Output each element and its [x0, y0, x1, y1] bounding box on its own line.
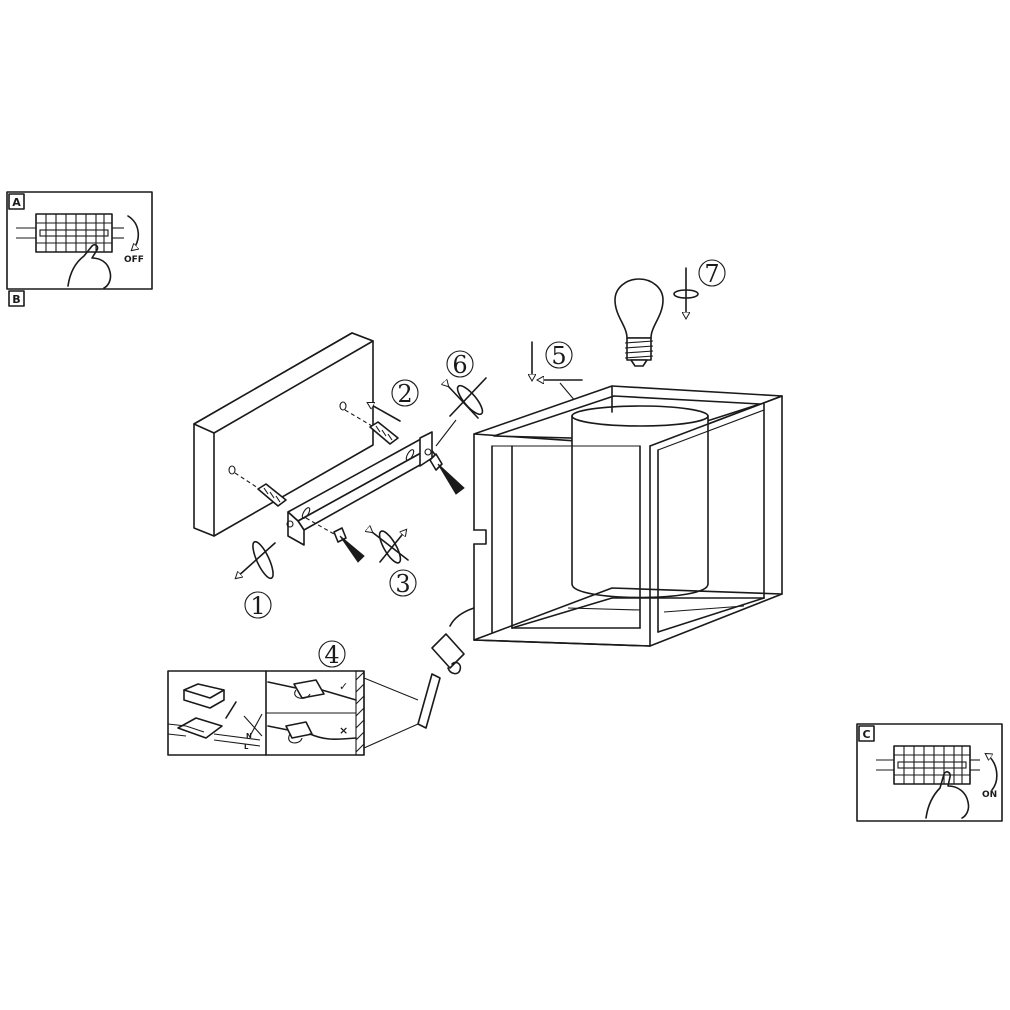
switch-off-label: OFF — [124, 255, 144, 265]
panel-c-letter: C — [862, 728, 870, 741]
panel-a-frame — [6, 191, 153, 290]
wall-plug-lower — [257, 483, 287, 507]
step-7-marker: 7 — [698, 259, 726, 288]
wall-hole-upper — [339, 401, 347, 411]
step-6-number: 6 — [452, 351, 467, 379]
connector-box — [431, 633, 465, 669]
screw-lower — [305, 517, 365, 563]
breaker-block-c — [876, 745, 980, 785]
rotate-arrow-3-icon — [372, 528, 409, 564]
power-cable — [417, 607, 475, 729]
rotate-arrow-6-icon — [435, 377, 487, 447]
hand-icon — [67, 243, 112, 289]
wiring-panel: N L ✓ × — [167, 670, 419, 756]
wrong-mark: × — [339, 724, 348, 737]
wall-plug-upper — [369, 421, 399, 445]
step-4-number: 4 — [324, 641, 339, 669]
lamp-cage — [473, 385, 783, 647]
panel-a-letter-box — [8, 193, 25, 210]
panel-a: A OFF — [6, 191, 153, 290]
rotate-arrow-7-icon — [673, 267, 699, 318]
wall-hole-lower — [228, 465, 236, 475]
step-2-marker: 2 — [391, 379, 419, 408]
screw-upper — [429, 453, 465, 495]
step-1-marker: 1 — [244, 591, 272, 620]
step-1-number: 1 — [250, 592, 265, 620]
live-label: L — [244, 743, 249, 751]
wall-plate — [193, 332, 374, 537]
panel-b-letter: B — [12, 293, 20, 306]
panel-c-letter-box — [858, 725, 875, 742]
step-5-number: 5 — [551, 342, 566, 370]
step-4-marker: 4 — [318, 640, 346, 669]
step-2-number: 2 — [397, 380, 412, 408]
curved-arrow-up-icon — [986, 754, 998, 791]
step-3-marker: 3 — [389, 569, 417, 598]
panel-c: C ON — [856, 723, 1003, 822]
rotate-arrow-1-icon — [236, 540, 276, 580]
panel-a-letter: A — [12, 196, 21, 209]
mounting-bracket — [286, 431, 437, 546]
panel-b-label: B — [8, 290, 25, 307]
step-3-number: 3 — [395, 570, 410, 598]
panel-c-frame — [856, 723, 1003, 822]
switch-on-label: ON — [982, 790, 997, 800]
neutral-label: N — [246, 732, 252, 740]
step-7-number: 7 — [704, 260, 719, 288]
step-5-marker: 5 — [545, 341, 573, 370]
step-6-marker: 6 — [446, 350, 474, 379]
breaker-block-a — [16, 213, 124, 253]
hand-icon-c — [925, 771, 970, 819]
insert-arrow-2-icon — [368, 403, 401, 422]
curved-arrow-down-icon — [127, 215, 138, 250]
light-bulb-icon — [614, 278, 664, 367]
correct-mark: ✓ — [339, 680, 348, 693]
